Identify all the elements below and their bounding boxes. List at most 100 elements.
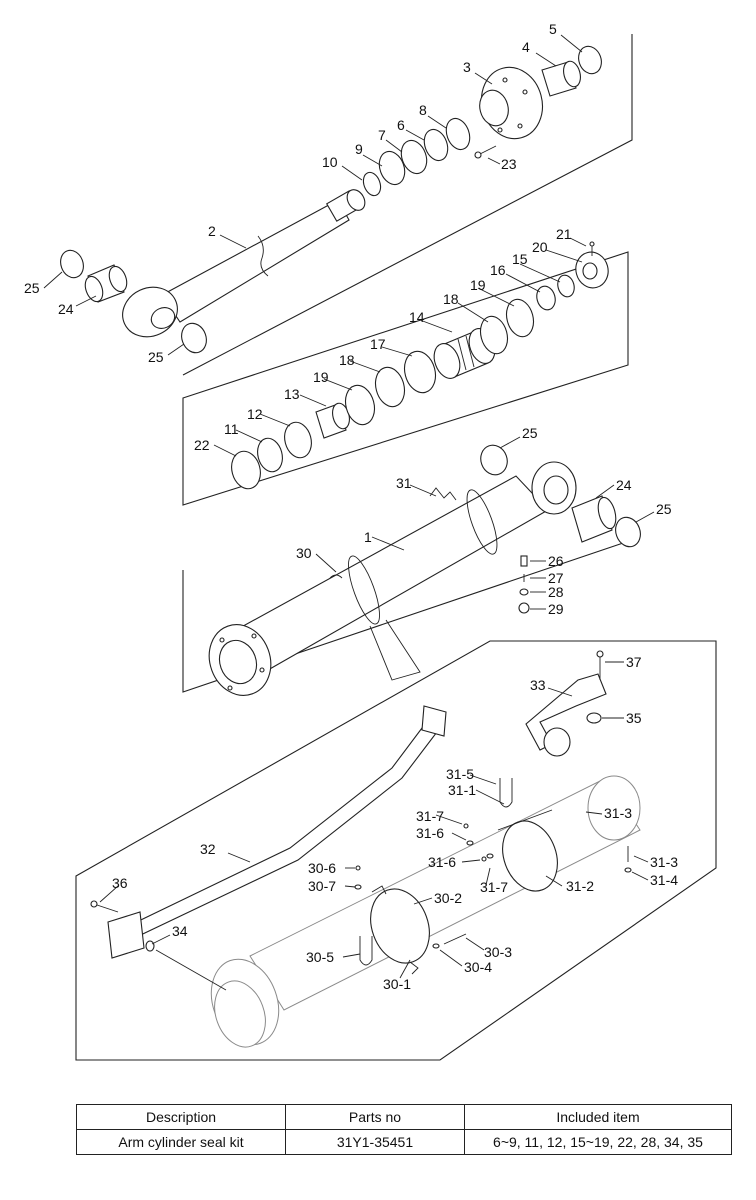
backup-ring-12 xyxy=(284,421,312,459)
callout-27: 27 xyxy=(548,570,564,586)
callout-28: 28 xyxy=(548,584,564,600)
callout-31-1: 31-1 xyxy=(448,782,476,798)
seal-kit-table: Description Parts no Included item Arm c… xyxy=(76,1104,732,1155)
bolt-37 xyxy=(596,650,604,680)
callout-17: 17 xyxy=(370,336,386,352)
callout-18a: 18 xyxy=(339,352,355,368)
clamp-31-1-2 xyxy=(497,809,558,892)
callout-25a: 25 xyxy=(24,280,40,296)
table-header-cell: Included item xyxy=(464,1104,732,1130)
callout-31-3a: 31-3 xyxy=(604,805,632,821)
dust-seal-25c xyxy=(480,444,508,476)
rod-cover xyxy=(479,66,543,140)
ring-17 xyxy=(403,350,437,394)
wear-ring-11 xyxy=(257,437,283,473)
callout-31-2: 31-2 xyxy=(566,878,594,894)
pipe-33 xyxy=(525,673,607,757)
callout-24a: 24 xyxy=(58,301,74,317)
callout-31: 31 xyxy=(396,475,412,491)
callout-31-6a: 31-6 xyxy=(416,825,444,841)
table-cell-parts-no: 31Y1-35451 xyxy=(285,1129,465,1155)
callout-labels: 1 2 3 4 5 6 7 8 9 10 11 12 13 14 15 16 1… xyxy=(24,21,678,992)
u-bolt-30-5 xyxy=(359,936,373,966)
callout-19b: 19 xyxy=(470,277,486,293)
pipe-32 xyxy=(107,705,447,959)
ring-19 xyxy=(344,384,376,426)
callout-3: 3 xyxy=(463,59,471,75)
callout-31-6b: 31-6 xyxy=(428,854,456,870)
callout-34: 34 xyxy=(172,923,188,939)
callout-22: 22 xyxy=(194,437,210,453)
piping-detail-frame xyxy=(75,640,717,1061)
callout-5: 5 xyxy=(549,21,557,37)
table-header-cell: Parts no xyxy=(285,1104,465,1130)
callout-30-7: 30-7 xyxy=(308,878,336,894)
callout-14: 14 xyxy=(409,309,425,325)
seal-ring xyxy=(400,139,428,175)
bolt-36 xyxy=(90,900,119,913)
tube-assembly-frame xyxy=(182,539,633,693)
callout-4: 4 xyxy=(522,39,530,55)
o-ring-35 xyxy=(586,712,602,724)
ring-19 xyxy=(505,298,535,338)
cylinder-tube xyxy=(208,461,577,696)
table-cell-description: Arm cylinder seal kit xyxy=(76,1129,286,1155)
piston-seal xyxy=(231,450,261,490)
callout-11: 11 xyxy=(224,421,239,437)
set-screw-21 xyxy=(589,241,595,256)
callout-23: 23 xyxy=(501,156,517,172)
callout-31-7b: 31-7 xyxy=(480,879,508,895)
callout-30-2: 30-2 xyxy=(434,890,462,906)
table-row: Arm cylinder seal kit 31Y1-35451 6~9, 11… xyxy=(76,1129,732,1155)
callout-13: 13 xyxy=(284,386,300,402)
dust-seal-ring xyxy=(60,249,84,279)
callout-30-5: 30-5 xyxy=(306,949,334,965)
callout-1: 1 xyxy=(364,529,372,545)
callout-30-6: 30-6 xyxy=(308,860,336,876)
callout-12: 12 xyxy=(247,406,263,422)
callout-10: 10 xyxy=(322,154,338,170)
callout-26: 26 xyxy=(548,553,564,569)
callout-6: 6 xyxy=(397,117,405,133)
callout-30: 30 xyxy=(296,545,312,561)
callout-31-3b: 31-3 xyxy=(650,854,678,870)
callout-7: 7 xyxy=(378,127,386,143)
leader-lines xyxy=(43,34,655,979)
dust-seal-ring xyxy=(181,322,207,354)
callout-29: 29 xyxy=(548,601,564,617)
clamp-30-1-2 xyxy=(370,885,430,975)
callout-20: 20 xyxy=(532,239,548,255)
callout-2: 2 xyxy=(208,223,216,239)
callout-9: 9 xyxy=(355,141,363,157)
exploded-parts-diagram: 1 2 3 4 5 6 7 8 9 10 11 12 13 14 15 16 1… xyxy=(24,21,717,1061)
piston-rod xyxy=(122,189,366,338)
callout-32: 32 xyxy=(200,841,216,857)
callout-18b: 18 xyxy=(443,291,459,307)
rod-assembly-frame xyxy=(182,34,633,376)
dust-seal-25d xyxy=(615,516,641,548)
piston-nut-20 xyxy=(575,251,609,289)
callout-25d: 25 xyxy=(656,501,672,517)
callout-33: 33 xyxy=(530,677,546,693)
snap-ring xyxy=(578,45,602,75)
table-cell-included-item: 6~9, 11, 12, 15~19, 22, 28, 34, 35 xyxy=(464,1129,732,1155)
callout-15: 15 xyxy=(512,251,528,267)
callout-35: 35 xyxy=(626,710,642,726)
callout-16: 16 xyxy=(490,262,506,278)
cushion-ring-13 xyxy=(315,402,350,439)
grease-fittings xyxy=(518,555,530,614)
ring-16 xyxy=(536,285,556,311)
callout-31-7a: 31-7 xyxy=(416,808,444,824)
callout-21: 21 xyxy=(556,226,572,242)
callout-25c: 25 xyxy=(522,425,538,441)
small-hardware xyxy=(354,823,632,949)
o-ring-34 xyxy=(145,940,155,952)
seal-kit-frame xyxy=(182,251,629,506)
seal-ring xyxy=(445,117,471,151)
retaining-ring xyxy=(362,171,382,197)
ring-18 xyxy=(374,366,406,408)
callout-31-5: 31-5 xyxy=(446,766,474,782)
callout-19a: 19 xyxy=(313,369,329,385)
callout-8: 8 xyxy=(419,102,427,118)
callout-24b: 24 xyxy=(616,477,632,493)
